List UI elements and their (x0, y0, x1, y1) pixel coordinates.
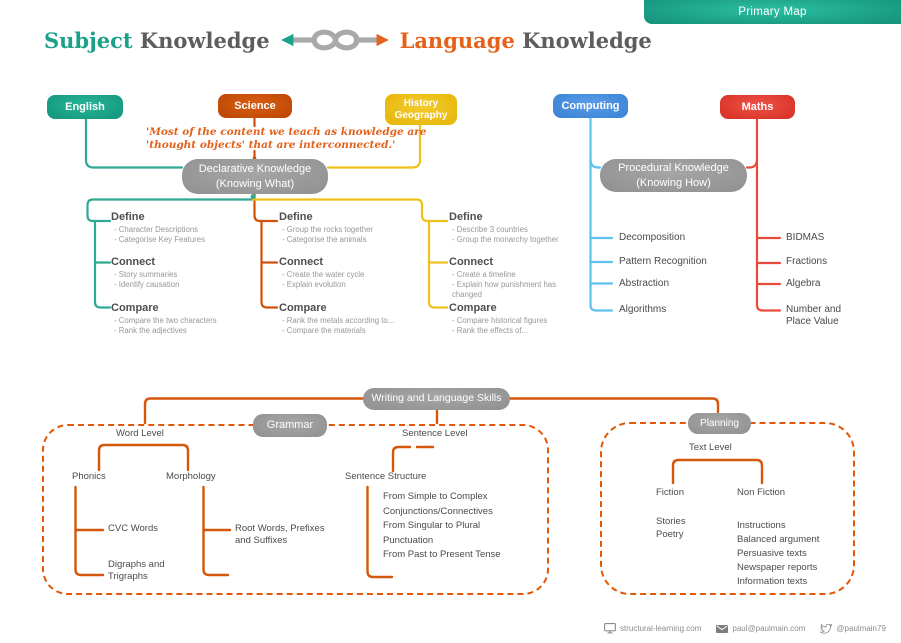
sentence-structure-list: From Simple to Complex Conjunctions/Conn… (383, 490, 501, 563)
list-item: Story summaries (114, 270, 271, 280)
junction-dot (252, 156, 257, 160)
list-item: Rank the effects of... (452, 326, 567, 336)
list-item: From Singular to Plural (383, 520, 481, 531)
twitter-bird-icon (820, 623, 833, 634)
cvc-words-label: CVC Words (108, 523, 158, 534)
footer-email: paul@paulmain.com (716, 624, 805, 633)
list-item: Decomposition (619, 232, 686, 243)
list-item: Categorise Key Features (114, 235, 271, 245)
subject-pill-computing: Computing (553, 94, 628, 118)
list-item: Conjunctions/Connectives (383, 505, 493, 517)
text-level-label: Text Level (689, 442, 732, 453)
history-define-group: Define Describe 3 countries Group the mo… (449, 211, 567, 245)
root-words-label: Root Words, Prefixes and Suffixes (235, 523, 325, 546)
list-item: From Simple to Complex (383, 491, 488, 502)
english-define-group: Define Character Descriptions Categorise… (111, 211, 271, 245)
list-item: Explain how punishment has changed (452, 280, 567, 300)
list-item: Group the rocks together (282, 225, 439, 235)
word-level-label: Word Level (116, 428, 164, 439)
list-item: Categorise the animals (282, 235, 439, 245)
list-item: Create a timeline (452, 270, 567, 280)
grammar-node: Grammar (253, 414, 327, 437)
title-subject-knowledge: Subject Knowledge (44, 27, 270, 53)
english-compare-group: Compare Compare the two characters Rank … (111, 302, 271, 336)
list-item: Explain evolution (282, 280, 439, 290)
sentence-level-label: Sentence Level (402, 428, 468, 439)
page-title: Subject Knowledge Language Knowledge (44, 23, 652, 57)
footer-website: structural-learning.com (604, 623, 701, 634)
list-item: Character Descriptions (114, 225, 271, 235)
list-item: Fractions (786, 255, 828, 267)
list-item: Identify causation (114, 280, 271, 290)
science-define-group: Define Group the rocks together Categori… (279, 211, 439, 245)
subject-pill-english: English (47, 95, 123, 119)
list-item: From Past to Present Tense (383, 549, 501, 560)
list-item: Information texts (737, 576, 808, 587)
fiction-label: Fiction (656, 487, 684, 498)
phonics-label: Phonics (72, 471, 106, 482)
monitor-icon (604, 623, 616, 634)
badge-label: Primary Map (738, 6, 807, 18)
list-item: Create the water cycle (282, 270, 439, 280)
planning-node: Planning (688, 413, 751, 434)
procedural-knowledge-node: Procedural Knowledge (Knowing How) (600, 159, 747, 192)
list-item: Punctuation (383, 534, 434, 546)
list-item: Poetry (656, 529, 684, 540)
declarative-knowledge-node: Declarative Knowledge (Knowing What) (182, 159, 328, 194)
writing-language-skills-node: Writing and Language Skills (363, 388, 510, 410)
interconnected-quote: 'Most of the content we teach as knowled… (146, 126, 427, 152)
list-item: Compare historical figures (452, 316, 567, 326)
list-item: Group the monarchy together (452, 235, 567, 245)
list-item: Algorithms (619, 303, 667, 315)
rope-knot-infinity-icon (280, 29, 389, 51)
english-connect-group: Connect Story summaries Identify causati… (111, 256, 271, 290)
list-item: Number and Place Value (786, 303, 842, 327)
non-fiction-list: Instructions Balanced argument Persuasiv… (737, 519, 819, 589)
list-item: Rank the metals according to... (282, 316, 439, 326)
morphology-label: Morphology (166, 471, 216, 482)
science-compare-group: Compare Rank the metals according to... … (279, 302, 439, 336)
list-item: BIDMAS (786, 232, 825, 243)
primary-map-badge: Primary Map (644, 0, 901, 24)
computing-skills-list: Decomposition Pattern Recognition Abstra… (619, 232, 729, 316)
history-connect-group: Connect Create a timeline Explain how pu… (449, 256, 567, 300)
science-connect-group: Connect Create the water cycle Explain e… (279, 256, 439, 290)
footer-twitter: @paulmain79 (820, 623, 886, 634)
list-item: Balanced argument (737, 534, 820, 545)
subject-pill-history-geography: History Geography (385, 94, 457, 125)
list-item: Instructions (737, 520, 786, 531)
subject-pill-maths: Maths (720, 95, 795, 119)
list-item: Newspaper reports (737, 562, 818, 573)
digraphs-trigraphs-label: Digraphs and Trigraphs (108, 559, 165, 582)
maths-topics-list: BIDMAS Fractions Algebra Number and Plac… (786, 232, 858, 328)
list-item: Pattern Recognition (619, 255, 707, 267)
envelope-icon (716, 624, 729, 633)
list-item: Rank the adjectives (114, 326, 271, 336)
title-language-knowledge: Language Knowledge (399, 27, 652, 53)
sentence-structure-label: Sentence Structure (345, 471, 427, 482)
footer-contacts: structural-learning.com paul@paulmain.co… (604, 623, 886, 634)
junction-dot (250, 194, 256, 199)
history-compare-group: Compare Compare historical figures Rank … (449, 302, 567, 336)
list-item: Stories (656, 516, 686, 527)
list-item: Algebra (786, 277, 821, 289)
list-item: Persuasive texts (737, 548, 807, 559)
non-fiction-label: Non Fiction (737, 487, 786, 498)
list-item: Compare the materials (282, 326, 439, 336)
list-item: Compare the two characters (114, 316, 271, 326)
fiction-list: Stories Poetry (656, 515, 686, 541)
list-item: Describe 3 countries (452, 225, 567, 235)
subject-pill-science: Science (218, 94, 292, 118)
list-item: Abstraction (619, 277, 670, 289)
